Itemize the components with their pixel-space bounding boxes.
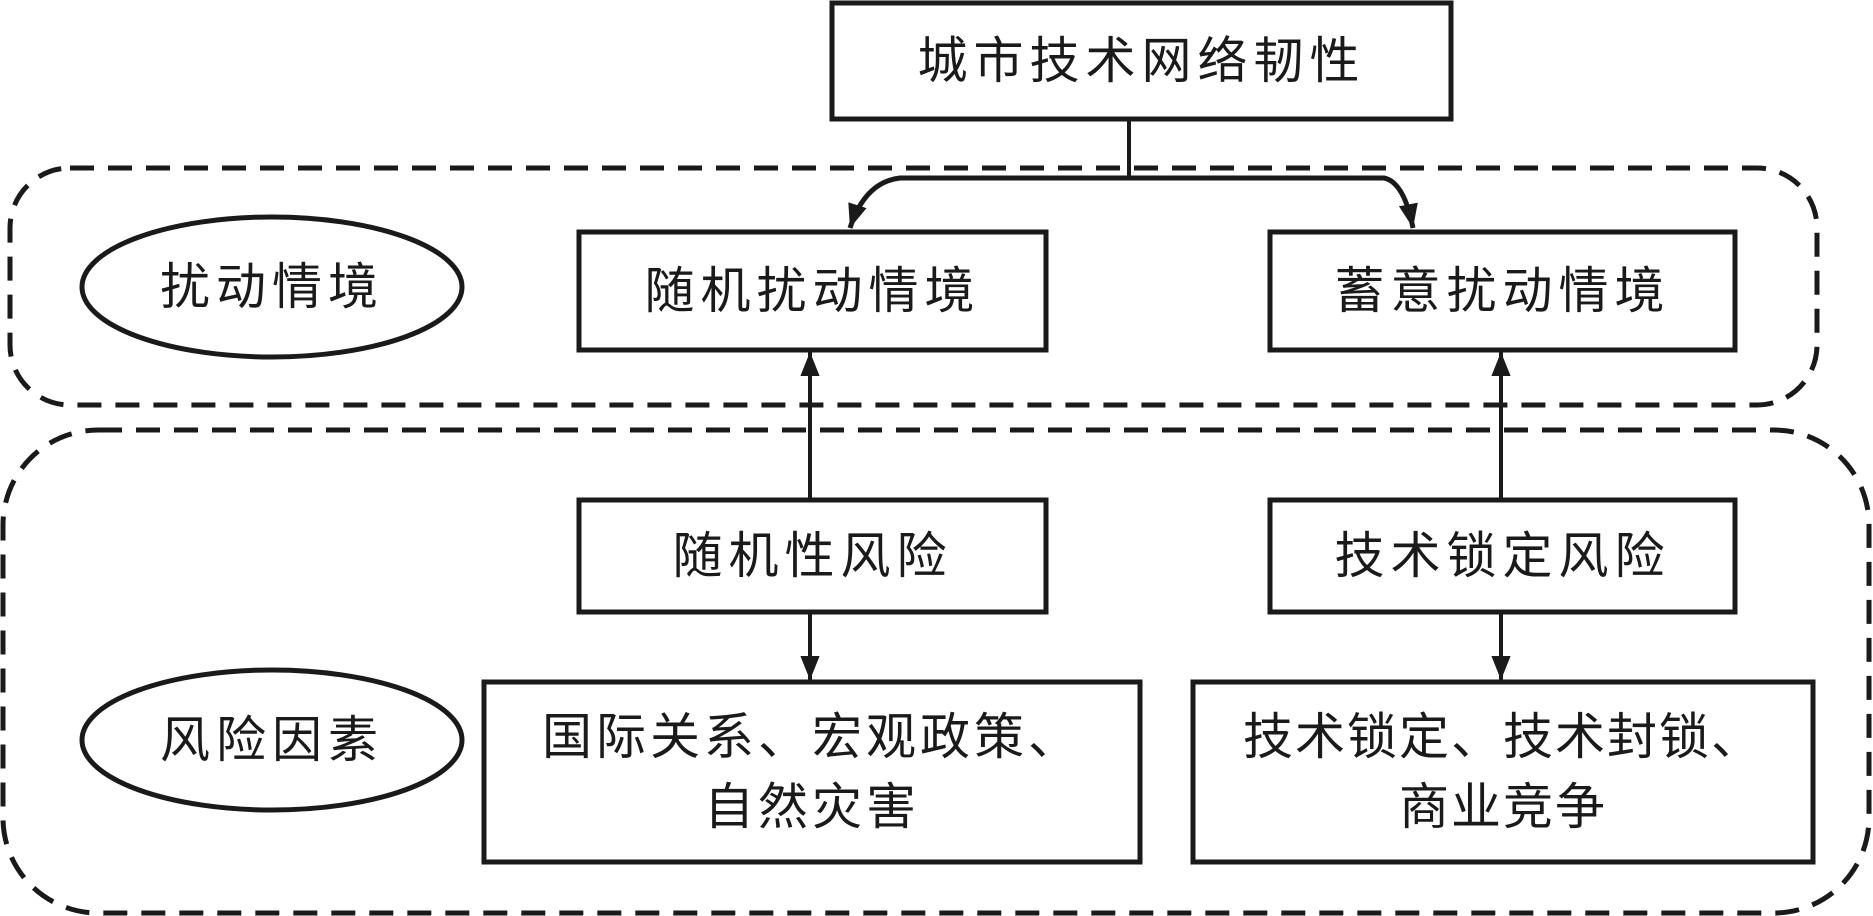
random-factors-text: 国际关系、宏观政策、 自然灾害 <box>484 682 1140 862</box>
random-scenario-label: 随机扰动情境 <box>644 262 981 320</box>
lockin-factors-line2: 商业竞争 <box>1399 778 1607 836</box>
disturbance-group-ellipse <box>79 214 465 360</box>
lockin-risk-label: 技术锁定风险 <box>1334 527 1671 585</box>
root-to-deliberate-scenario-arrow <box>1129 175 1418 229</box>
risk-group-ellipse <box>79 667 465 813</box>
random-risk-label: 随机性风险 <box>672 527 953 585</box>
lockin-risk-box <box>1267 497 1738 615</box>
root-to-random-scenario-arrow <box>847 175 1129 229</box>
deliberate-scenario-box <box>1267 229 1738 353</box>
deliberate-scenario-label: 蓄意扰动情境 <box>1334 262 1671 320</box>
risk-group-border <box>0 427 1872 916</box>
root-node-label: 城市技术网络韧性 <box>917 32 1366 90</box>
random-factors-line2: 自然灾害 <box>704 778 920 836</box>
random-factors-box <box>481 679 1143 865</box>
disturbance-group-label: 扰动情境 <box>160 258 384 316</box>
disturbance-group-border <box>7 165 1820 408</box>
lockin-factors-text: 技术锁定、技术封锁、 商业竞争 <box>1193 682 1813 862</box>
random-factors-line1: 国际关系、宏观政策、 <box>542 708 1082 766</box>
lockin-factors-box <box>1190 679 1816 865</box>
random-risk-box <box>576 497 1049 615</box>
lockin-factors-line1: 技术锁定、技术封锁、 <box>1243 708 1763 766</box>
root-node-box <box>829 0 1454 122</box>
risk-group-label: 风险因素 <box>160 711 384 769</box>
random-scenario-box <box>576 229 1049 353</box>
